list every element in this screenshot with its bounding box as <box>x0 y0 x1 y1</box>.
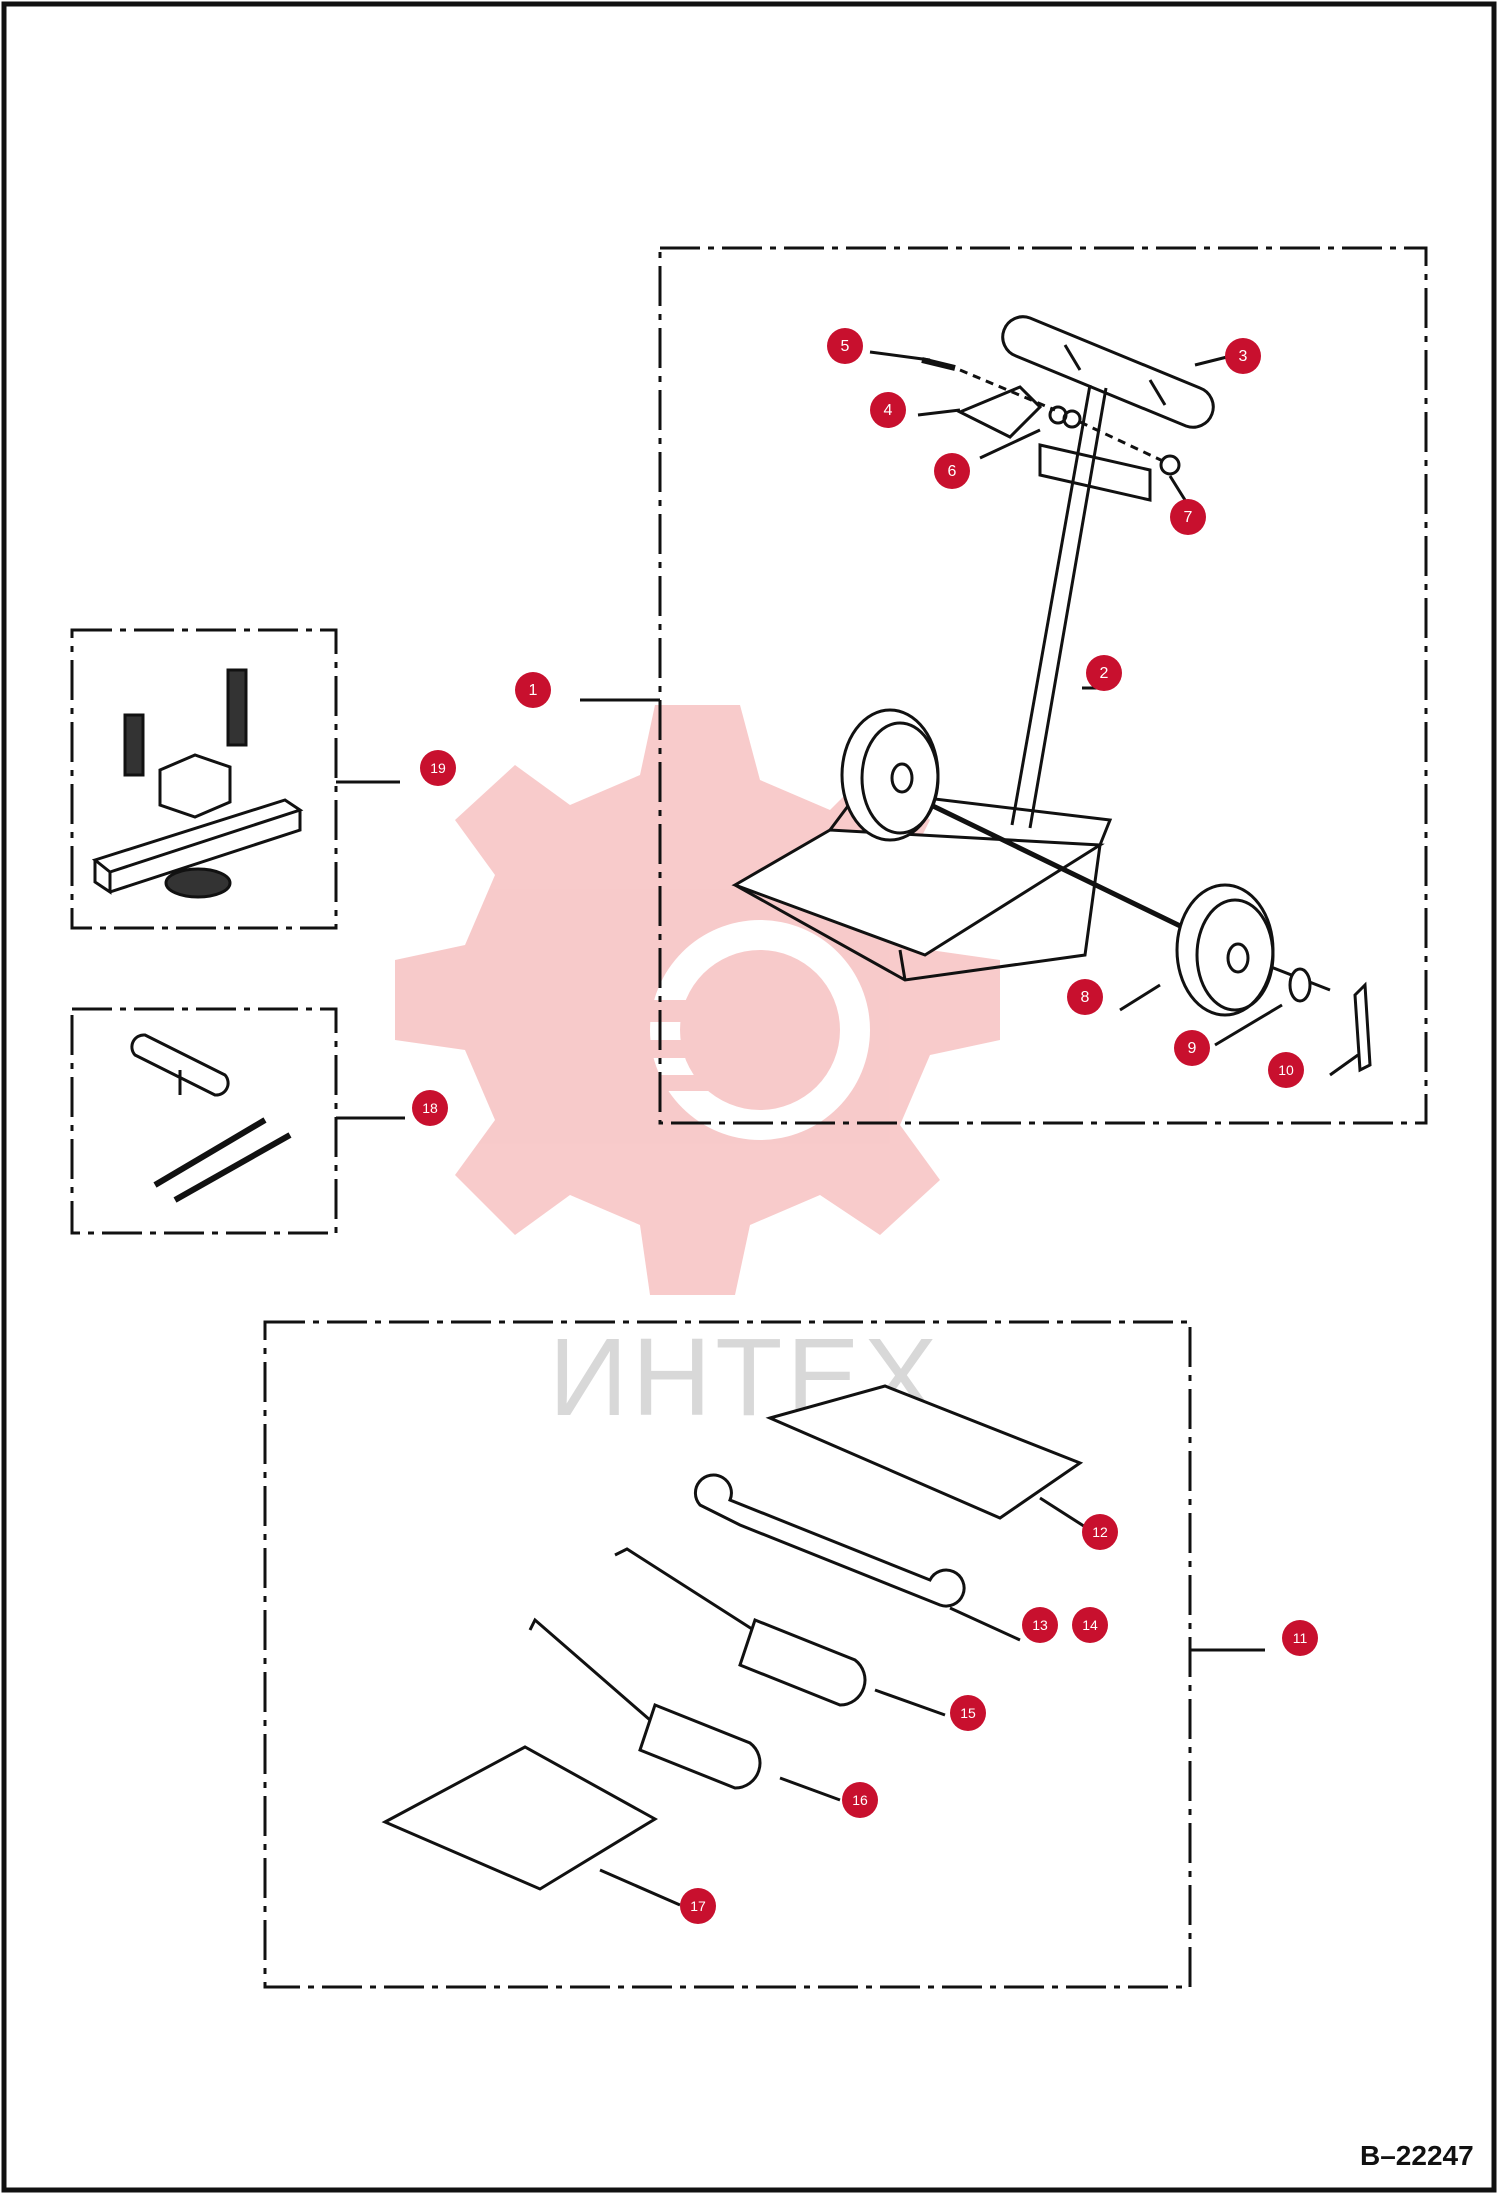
callout-11: 11 <box>1282 1620 1318 1656</box>
callout-18: 18 <box>412 1090 448 1126</box>
group-box-18 <box>70 1007 338 1235</box>
cart-group-box <box>658 246 1428 1125</box>
callout-badge <box>1225 338 1261 374</box>
callout-number: 18 <box>422 1100 438 1116</box>
callout-badge <box>827 328 863 364</box>
callout-badge <box>870 392 906 428</box>
item-19-hardware <box>91 668 304 899</box>
callout-badge <box>420 750 456 786</box>
callout-7: 7 <box>1170 499 1206 535</box>
callout-number: 11 <box>1293 1630 1308 1646</box>
callout-badge <box>515 672 551 708</box>
callout-badge <box>412 1090 448 1126</box>
callout-badge <box>1082 1514 1118 1550</box>
callout-number: 3 <box>1239 348 1248 365</box>
callout-number: 12 <box>1092 1524 1108 1540</box>
callout-5: 5 <box>827 328 863 364</box>
callout-badge <box>1170 499 1206 535</box>
callout-8: 8 <box>1067 979 1103 1015</box>
callout-3: 3 <box>1225 338 1261 374</box>
callout-2: 2 <box>1086 655 1122 691</box>
callout-number: 15 <box>960 1705 976 1721</box>
callout-number: 5 <box>841 338 850 355</box>
tool-kit-group-box <box>263 1320 1192 1989</box>
callout-badge <box>1282 1620 1318 1656</box>
tool-kit-assembly <box>381 1384 1084 1891</box>
callout-badge <box>1268 1052 1304 1088</box>
callout-13: 13 <box>1022 1607 1058 1643</box>
callout-12: 12 <box>1082 1514 1118 1550</box>
callout-badge <box>950 1695 986 1731</box>
callout-badge <box>934 453 970 489</box>
callout-number: 14 <box>1082 1617 1098 1633</box>
group-box-19 <box>70 628 338 930</box>
callout-number: 1 <box>529 682 538 699</box>
callout-number: 10 <box>1278 1062 1294 1078</box>
callout-14: 14 <box>1072 1607 1108 1643</box>
callout-number: 9 <box>1188 1040 1197 1057</box>
callout-6: 6 <box>934 453 970 489</box>
callout-17: 17 <box>680 1888 716 1924</box>
item-18-hardware <box>130 1033 292 1203</box>
callout-badge <box>1022 1607 1058 1643</box>
callout-number: 19 <box>430 760 446 776</box>
callout-number: 17 <box>690 1898 706 1914</box>
callout-badge <box>842 1782 878 1818</box>
callout-badge <box>680 1888 716 1924</box>
callout-badge <box>1067 979 1103 1015</box>
callout-4: 4 <box>870 392 906 428</box>
callout-15: 15 <box>950 1695 986 1731</box>
callout-19: 19 <box>420 750 456 786</box>
callout-badge <box>1086 655 1122 691</box>
cart-assembly <box>731 315 1372 1073</box>
callout-number: 16 <box>852 1792 868 1808</box>
callout-number: 7 <box>1184 509 1193 526</box>
callout-number: 13 <box>1032 1617 1048 1633</box>
callout-10: 10 <box>1268 1052 1304 1088</box>
callout-badge <box>1072 1607 1108 1643</box>
callout-16: 16 <box>842 1782 878 1818</box>
callout-number: 2 <box>1100 665 1109 682</box>
drawing-reference: B–22247 <box>1360 2140 1474 2171</box>
callout-1: 1 <box>515 672 551 708</box>
callout-number: 6 <box>948 463 957 480</box>
callout-9: 9 <box>1174 1030 1210 1066</box>
callout-number: 4 <box>884 402 893 419</box>
callout-badge <box>1174 1030 1210 1066</box>
callout-number: 8 <box>1081 989 1090 1006</box>
